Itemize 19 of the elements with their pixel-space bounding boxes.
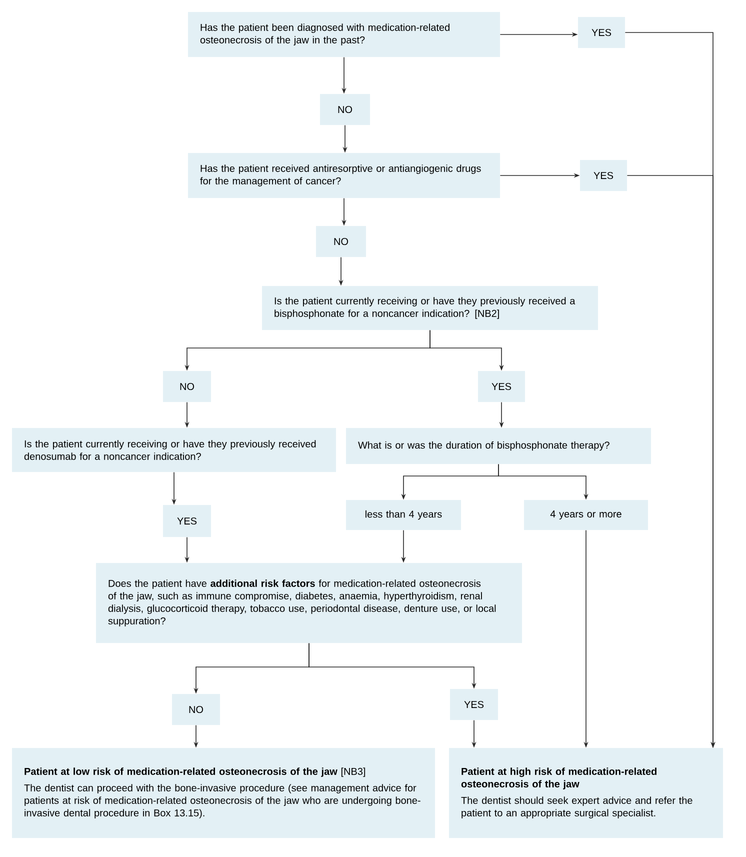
answer-box: 4 years or more [524, 500, 648, 530]
answer-box: NO [172, 694, 220, 725]
outcome-box: Patient at low risk of medication-related osteonecrosis of the jaw [NB3] The dentist can proceed with the bone-invasive procedure (see management advice for patients at risk of medication-related osteonecrosis of the jaw who are undergoing bone-invasive dental procedure in Box 13.15). [12, 748, 435, 838]
answer-box: YES [580, 160, 627, 191]
answer-box: NO [320, 94, 370, 125]
answer-box: YES [478, 371, 525, 402]
answer-box: YES [163, 505, 211, 537]
answer-box: YES [450, 689, 498, 720]
answer-box: YES [578, 17, 625, 48]
question-box: Does the patient have additional risk factors for medication-related osteonecrosis of the jaw, such as immune compromise, diabetes, anaemia, hyperthyroidism, renal dialysis, glucocorticoid therapy, tobacco use, periodontal disease, denture use, or local suppuration? [96, 563, 522, 643]
answer-box: NO [316, 226, 366, 257]
question-box: Is the patient currently receiving or have they previously received a bisphosphonate for a noncancer indication? [NB2] [262, 286, 598, 330]
question-box: Has the patient received antiresorptive or antiangiogenic drugs for the management of cancer? [188, 153, 500, 198]
question-box: Has the patient been diagnosed with medication-related osteonecrosis of the jaw in the past? [188, 12, 500, 57]
outcome-box: Patient at high risk of medication-related osteonecrosis of the jaw The dentist should seek expert advice and refer the patient to an appropriate surgical specialist. [449, 748, 723, 838]
question-box: Is the patient currently receiving or have they previously received denosumab for a noncancer indication? [12, 428, 336, 472]
answer-box: less than 4 years [346, 500, 461, 530]
answer-box: NO [163, 371, 211, 402]
question-box: What is or was the duration of bisphosphonate therapy? [346, 428, 651, 464]
